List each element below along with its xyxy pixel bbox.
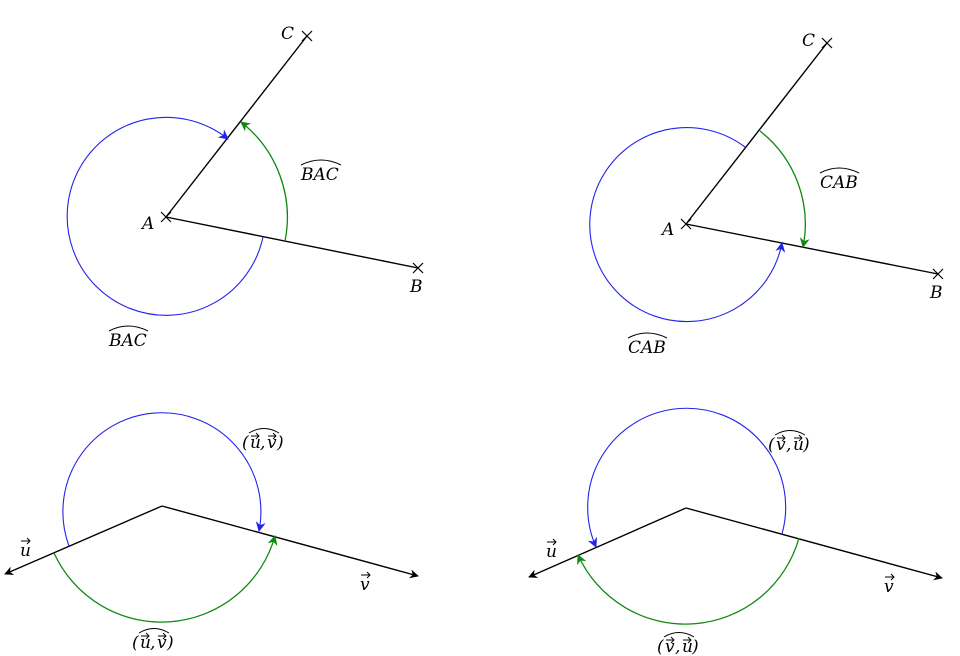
reflex-angle-label: BAC bbox=[108, 325, 149, 351]
svg-text:v: v bbox=[360, 575, 370, 595]
svg-text:(: ( bbox=[132, 633, 139, 653]
segment-ac bbox=[685, 42, 828, 225]
svg-text:v: v bbox=[665, 637, 675, 656]
label-v: v bbox=[884, 573, 895, 597]
cross-mark-c bbox=[301, 30, 313, 42]
svg-text:CAB: CAB bbox=[628, 338, 666, 358]
label-u: u bbox=[546, 538, 557, 562]
cross-mark-a bbox=[680, 218, 692, 230]
svg-text:u: u bbox=[682, 637, 693, 656]
svg-text:u: u bbox=[250, 433, 261, 453]
reflex-angle-arc bbox=[66, 116, 264, 316]
segment-ab bbox=[165, 216, 419, 269]
label-c: C bbox=[802, 31, 815, 51]
acute-angle-arc bbox=[240, 121, 288, 242]
svg-text:u: u bbox=[140, 633, 151, 653]
svg-text:): ) bbox=[166, 633, 174, 653]
panel-bac: A B C BAC BAC bbox=[66, 24, 424, 351]
acute-angle-arc bbox=[577, 537, 800, 625]
panel-cab: A B C CAB CAB bbox=[589, 31, 944, 358]
cross-mark-b bbox=[932, 268, 944, 280]
reflex-angle-arc bbox=[62, 412, 266, 547]
svg-text:): ) bbox=[276, 433, 284, 453]
cross-mark-a bbox=[160, 211, 172, 223]
segment-ac bbox=[165, 35, 308, 218]
angle-label-top: ( v , u ) bbox=[768, 430, 810, 455]
vector-u bbox=[528, 507, 687, 578]
svg-text:u: u bbox=[546, 542, 557, 562]
vector-v bbox=[685, 507, 943, 581]
cross-mark-b bbox=[412, 262, 424, 274]
angle-label-bottom: ( u , v ) bbox=[132, 628, 174, 653]
label-b: B bbox=[409, 277, 423, 297]
svg-text:,: , bbox=[150, 633, 155, 653]
svg-text:): ) bbox=[691, 637, 699, 656]
svg-text:(: ( bbox=[657, 637, 664, 656]
acute-angle-arc bbox=[53, 535, 278, 623]
label-u: u bbox=[20, 537, 31, 561]
svg-text:,: , bbox=[675, 637, 680, 656]
angle-label-bottom: ( v , u ) bbox=[657, 632, 699, 656]
svg-text:CAB: CAB bbox=[820, 173, 858, 193]
label-a: A bbox=[660, 220, 674, 240]
svg-text:,: , bbox=[786, 435, 791, 455]
reflex-angle-arc bbox=[589, 127, 786, 323]
svg-text:(: ( bbox=[768, 435, 775, 455]
svg-text:v: v bbox=[157, 633, 167, 653]
acute-angle-label: BAC bbox=[300, 159, 342, 185]
reflex-angle-arc bbox=[587, 407, 787, 548]
label-c: C bbox=[281, 24, 294, 44]
acute-angle-label: CAB bbox=[819, 167, 860, 193]
svg-text:u: u bbox=[793, 435, 804, 455]
vector-u bbox=[4, 505, 163, 575]
svg-text:v: v bbox=[884, 577, 894, 597]
svg-text:): ) bbox=[802, 435, 810, 455]
segment-ab bbox=[685, 223, 939, 275]
vector-v bbox=[161, 505, 419, 579]
panel-vu: u v ( v , u ) ( v , u ) bbox=[528, 407, 943, 656]
cross-mark-c bbox=[821, 37, 833, 49]
svg-text:BAC: BAC bbox=[108, 331, 147, 351]
svg-text:v: v bbox=[267, 433, 277, 453]
panel-uv: u v ( u , v ) ( u , v ) bbox=[4, 412, 419, 653]
label-b: B bbox=[929, 283, 943, 303]
acute-angle-arc bbox=[759, 130, 810, 248]
svg-text:BAC: BAC bbox=[300, 165, 339, 185]
label-v: v bbox=[360, 571, 371, 595]
svg-text:u: u bbox=[20, 541, 31, 561]
angle-label-top: ( u , v ) bbox=[242, 428, 284, 453]
reflex-angle-label: CAB bbox=[627, 332, 668, 358]
svg-text:(: ( bbox=[242, 433, 249, 453]
svg-text:v: v bbox=[776, 435, 786, 455]
svg-text:,: , bbox=[260, 433, 265, 453]
label-a: A bbox=[140, 214, 154, 234]
